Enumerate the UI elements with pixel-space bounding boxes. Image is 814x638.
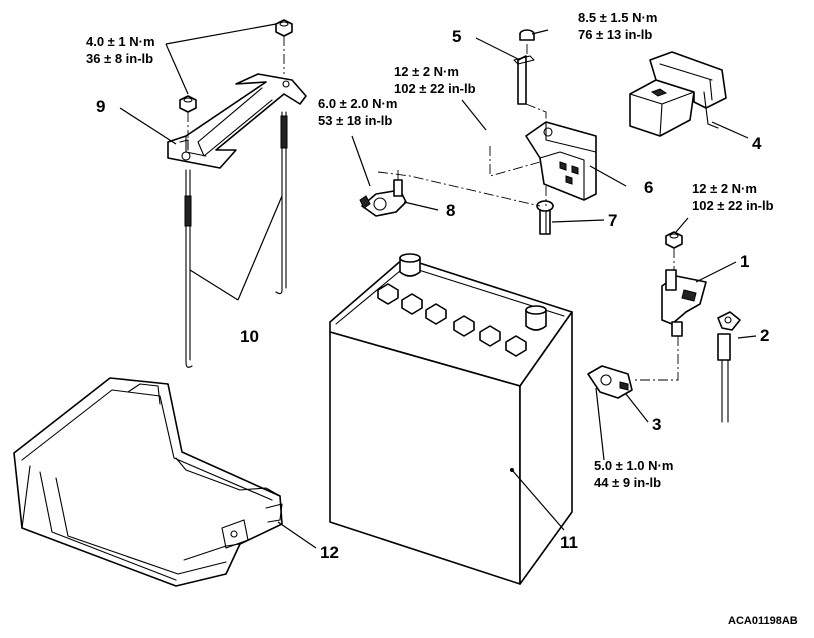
torque-6-nm: 5.0 ± 1.0 N·m [594, 458, 673, 473]
torque-2-nm: 8.5 ± 1.5 N·m [578, 10, 657, 25]
positive-cable [717, 311, 741, 423]
torque-1-inlb: 36 ± 8 in-lb [86, 51, 153, 66]
part-number-11: 11 [560, 533, 578, 552]
part-number-10: 10 [240, 327, 259, 346]
torque-5-nm: 12 ± 2 N·m [692, 181, 757, 196]
torque-2-inlb: 76 ± 13 in-lb [578, 27, 652, 42]
part-number-4: 4 [752, 134, 762, 153]
bracket-nuts [179, 19, 293, 138]
part-number-3: 3 [652, 415, 661, 434]
torque-3-nm: 12 ± 2 N·m [394, 64, 459, 79]
torque-5-inlb: 102 ± 22 in-lb [692, 198, 774, 213]
battery-tray [13, 377, 283, 587]
hold-down-bracket [167, 73, 307, 169]
part-number-9: 9 [96, 97, 105, 116]
torque-1-nm: 4.0 ± 1 N·m [86, 34, 155, 49]
fuse-box [629, 51, 727, 137]
leader-lines [119, 23, 757, 549]
negative-terminal [587, 365, 633, 399]
terminal-clamp-8 [359, 179, 407, 217]
part-number-12: 12 [320, 543, 339, 562]
figure-code: ACA01198AB [728, 615, 798, 627]
torque-3-inlb: 102 ± 22 in-lb [394, 81, 476, 96]
part-number-1: 1 [740, 252, 749, 271]
positive-terminal-assembly [661, 231, 707, 337]
part-number-5: 5 [452, 27, 461, 46]
bolt-7 [536, 200, 554, 235]
battery [329, 253, 573, 585]
fuse-bracket [525, 121, 597, 201]
bolt-5 [513, 29, 535, 105]
hold-down-rods [184, 111, 288, 368]
torque-4-inlb: 53 ± 18 in-lb [318, 113, 392, 128]
part-number-6: 6 [644, 178, 653, 197]
part-number-8: 8 [446, 201, 455, 220]
part-number-7: 7 [608, 211, 617, 230]
part-number-2: 2 [760, 326, 769, 345]
torque-6-inlb: 44 ± 9 in-lb [594, 475, 661, 490]
alignment-lines [377, 44, 679, 381]
torque-4-nm: 6.0 ± 2.0 N·m [318, 96, 397, 111]
